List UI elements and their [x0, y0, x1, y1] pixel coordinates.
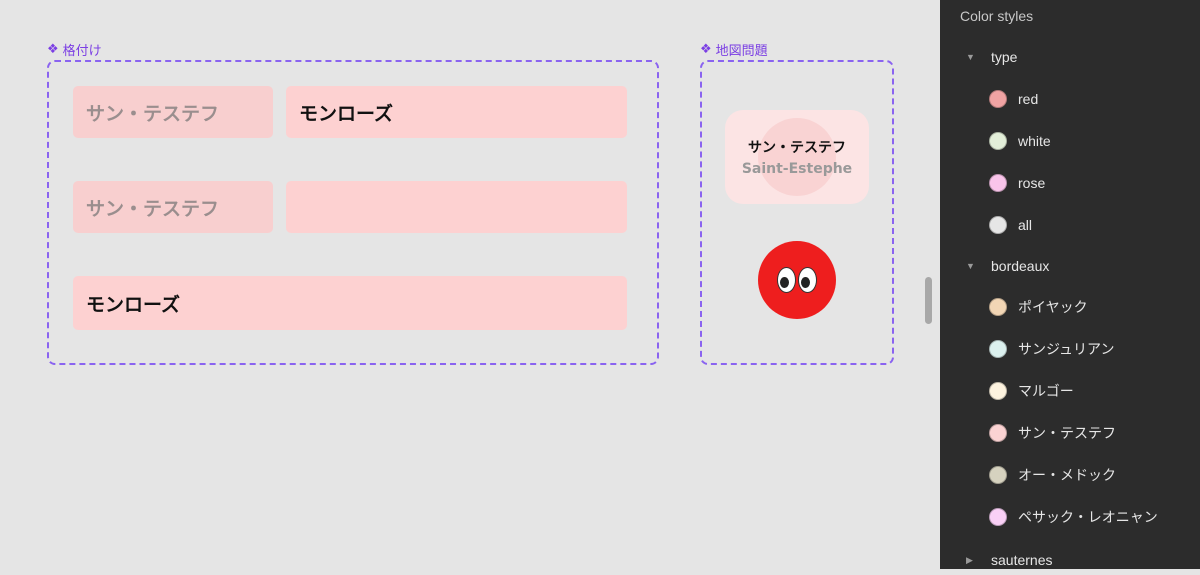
style-item[interactable]: サン・テステフ	[940, 418, 1200, 448]
style-item[interactable]: rose	[940, 168, 1200, 198]
style-item[interactable]: red	[940, 84, 1200, 114]
style-label: all	[1018, 217, 1033, 233]
component-icon: ❖	[47, 42, 59, 57]
color-swatch	[989, 298, 1007, 316]
grading-cell-area[interactable]: サン・テステフ	[73, 181, 273, 233]
color-swatch	[989, 216, 1007, 234]
area-label: サン・テステフ	[86, 197, 220, 220]
grading-component-frame[interactable]	[47, 60, 659, 365]
design-canvas[interactable]: ❖ 格付け サン・テステフ モンローズ サン・テステフ モンローズ ❖ 地図問題…	[0, 0, 940, 569]
map-component-frame[interactable]	[700, 60, 894, 365]
color-swatch	[989, 508, 1007, 526]
caret-down-icon: ▼	[966, 52, 975, 62]
area-label: サン・テステフ	[86, 102, 220, 125]
chateau-label: モンローズ	[86, 293, 181, 316]
card-japanese-name: サン・テステフ	[748, 140, 846, 156]
caret-down-icon: ▼	[966, 261, 975, 271]
component-label-text: 格付け	[62, 44, 102, 59]
card-background-circle	[758, 118, 836, 196]
panel-title: Color styles	[960, 8, 1034, 24]
grading-cell-full[interactable]: モンローズ	[73, 276, 627, 330]
style-item[interactable]: オー・メドック	[940, 460, 1200, 490]
group-type[interactable]: ▼ type	[940, 42, 1200, 72]
group-sauternes[interactable]: ▶ sauternes	[940, 545, 1200, 575]
style-label: white	[1018, 133, 1051, 149]
style-label: サン・テステフ	[1018, 425, 1116, 441]
grading-cell-empty[interactable]	[286, 181, 627, 233]
style-label: マルゴー	[1018, 383, 1074, 399]
color-swatch	[989, 340, 1007, 358]
style-item[interactable]: サンジュリアン	[940, 334, 1200, 364]
card-english-name: Saint-Estephe	[741, 161, 853, 177]
color-styles-panel: Color styles ▼ type red white rose all ▼…	[940, 0, 1200, 569]
grading-cell-chateau[interactable]: モンローズ	[286, 86, 627, 138]
group-label: sauternes	[991, 552, 1053, 568]
chateau-label: モンローズ	[299, 102, 394, 125]
component-label-text: 地図問題	[715, 44, 768, 59]
group-label: bordeaux	[991, 258, 1050, 274]
map-area-card[interactable]: サン・テステフ Saint-Estephe	[725, 110, 869, 204]
component-icon: ❖	[700, 42, 712, 57]
style-item[interactable]: all	[940, 210, 1200, 240]
color-swatch	[989, 424, 1007, 442]
map-marker-dot[interactable]	[758, 241, 836, 319]
color-swatch	[989, 90, 1007, 108]
style-label: ペサック・レオニャン	[1018, 509, 1158, 525]
group-label: type	[991, 49, 1018, 65]
grading-cell-area[interactable]: サン・テステフ	[73, 86, 273, 138]
color-swatch	[989, 132, 1007, 150]
style-item[interactable]: ポイヤック	[940, 292, 1200, 322]
style-label: ポイヤック	[1018, 299, 1088, 315]
style-item[interactable]: white	[940, 126, 1200, 156]
style-label: red	[1018, 91, 1039, 107]
color-swatch	[989, 466, 1007, 484]
style-label: rose	[1018, 175, 1046, 191]
color-swatch	[989, 382, 1007, 400]
group-bordeaux[interactable]: ▼ bordeaux	[940, 251, 1200, 281]
style-item[interactable]: マルゴー	[940, 376, 1200, 406]
style-item[interactable]: ペサック・レオニャン	[940, 502, 1200, 532]
component-label-grading[interactable]: ❖ 格付け	[47, 40, 102, 59]
eyes-icon	[776, 267, 818, 293]
component-label-map[interactable]: ❖ 地図問題	[700, 40, 768, 59]
canvas-scrollbar[interactable]	[925, 277, 932, 324]
caret-right-icon: ▶	[966, 554, 973, 565]
style-label: サンジュリアン	[1018, 341, 1115, 357]
style-label: オー・メドック	[1018, 467, 1116, 483]
color-swatch	[989, 174, 1007, 192]
